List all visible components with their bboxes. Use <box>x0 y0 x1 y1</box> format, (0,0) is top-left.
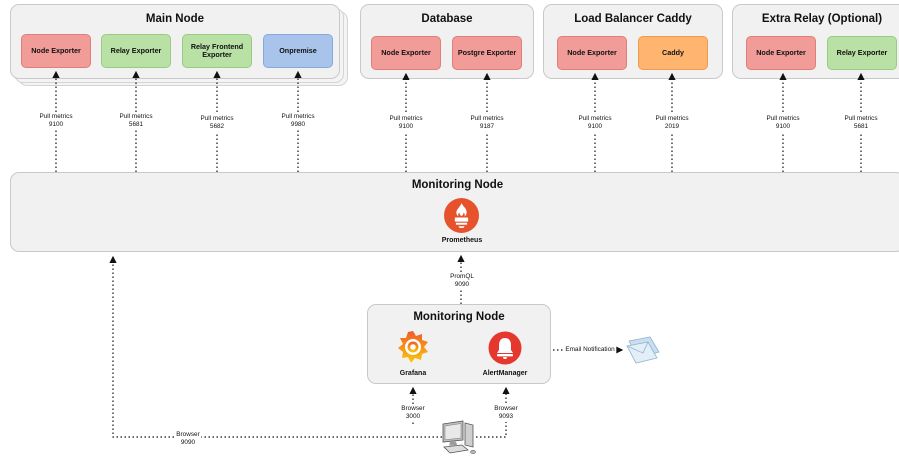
main-node-title: Main Node <box>145 13 205 25</box>
computer-icon <box>442 420 476 454</box>
extra-relay-title: Extra Relay (Optional) <box>761 13 883 25</box>
browser-prometheus-edge <box>109 255 442 438</box>
load-balancer-title: Load Balancer Caddy <box>574 13 692 25</box>
email-notification-label: Email Notification <box>563 345 617 355</box>
lb-caddy-box[interactable]: Caddy <box>638 36 708 70</box>
db-node-exporter-box[interactable]: Node Exporter <box>371 36 441 70</box>
lb-node-exporter-box[interactable]: Node Exporter <box>557 36 627 70</box>
main-node-exporter-box[interactable]: Node Exporter <box>21 34 91 68</box>
prometheus-label: Prometheus <box>441 237 483 244</box>
main-relay-exporter-box[interactable]: Relay Exporter <box>101 34 171 68</box>
db-postgre-exporter-box[interactable]: Postgre Exporter <box>452 36 522 70</box>
alertmanager-label: AlertManager <box>482 370 528 377</box>
prometheus-icon <box>444 198 479 233</box>
grafana-icon <box>398 331 428 363</box>
database-title: Database <box>421 13 473 25</box>
main-onpremise-box[interactable]: Onpremise <box>263 34 333 68</box>
main-relay-frontend-exporter-box[interactable]: Relay Frontend Exporter <box>182 34 252 68</box>
extra-node-exporter-box[interactable]: Node Exporter <box>746 36 816 70</box>
alertmanager-icon <box>488 331 522 365</box>
envelope-icon <box>626 336 660 364</box>
grafana-label: Grafana <box>399 370 427 377</box>
monitoring-node-bottom-title: Monitoring Node <box>413 311 505 323</box>
extra-relay-exporter-box[interactable]: Relay Exporter <box>827 36 897 70</box>
monitoring-node-top-title: Monitoring Node <box>411 179 504 191</box>
